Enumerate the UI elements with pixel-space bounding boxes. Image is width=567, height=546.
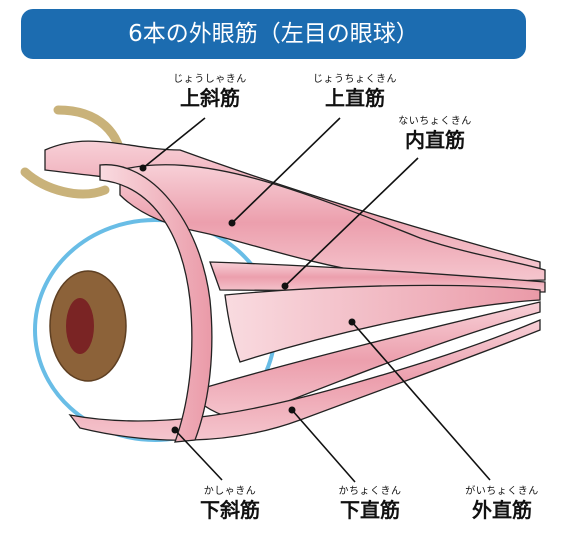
reading-superior-rectus: じょうちょくきん	[313, 74, 397, 85]
reading-superior-oblique: じょうしゃきん	[173, 74, 247, 85]
inferior-oblique-muscle	[68, 319, 541, 441]
reading-medial-rectus: ないちょくきん	[398, 116, 472, 127]
reading-inferior-oblique: かしゃきん	[203, 486, 257, 497]
diagram-title: 6本の外眼筋（左目の眼球）	[128, 21, 419, 47]
leader-inferior-rectus	[291, 409, 356, 483]
label-lateral-rectus: がいちょくきん 外直筋	[442, 486, 562, 522]
label-superior-rectus: じょうちょくきん 上直筋	[295, 74, 415, 110]
name-inferior-rectus: 下直筋	[340, 498, 400, 522]
trochlea-lower	[20, 167, 110, 199]
label-medial-rectus: ないちょくきん 内直筋	[375, 116, 495, 152]
pupil	[66, 298, 94, 354]
leader-superior-rectus	[231, 117, 341, 224]
leader-inferior-oblique	[174, 429, 223, 481]
leader-lateral-rectus	[351, 321, 491, 481]
name-superior-rectus: 上直筋	[325, 86, 385, 110]
oblique-loop	[99, 164, 213, 443]
title-banner: 6本の外眼筋（左目の眼球）	[21, 9, 526, 59]
lateral-rectus-muscle	[224, 284, 541, 363]
reading-inferior-rectus: かちょくきん	[338, 486, 402, 497]
reading-lateral-rectus: がいちょくきん	[465, 486, 539, 497]
label-inferior-oblique: かしゃきん 下斜筋	[175, 486, 285, 522]
name-lateral-rectus: 外直筋	[472, 498, 532, 522]
leader-medial-rectus	[284, 157, 419, 287]
name-medial-rectus: 内直筋	[405, 128, 465, 152]
label-superior-oblique: じょうしゃきん 上斜筋	[150, 74, 270, 110]
name-superior-oblique: 上斜筋	[180, 86, 240, 110]
name-inferior-oblique: 下斜筋	[200, 498, 260, 522]
label-inferior-rectus: かちょくきん 下直筋	[315, 486, 425, 522]
leader-superior-oblique	[142, 117, 206, 169]
